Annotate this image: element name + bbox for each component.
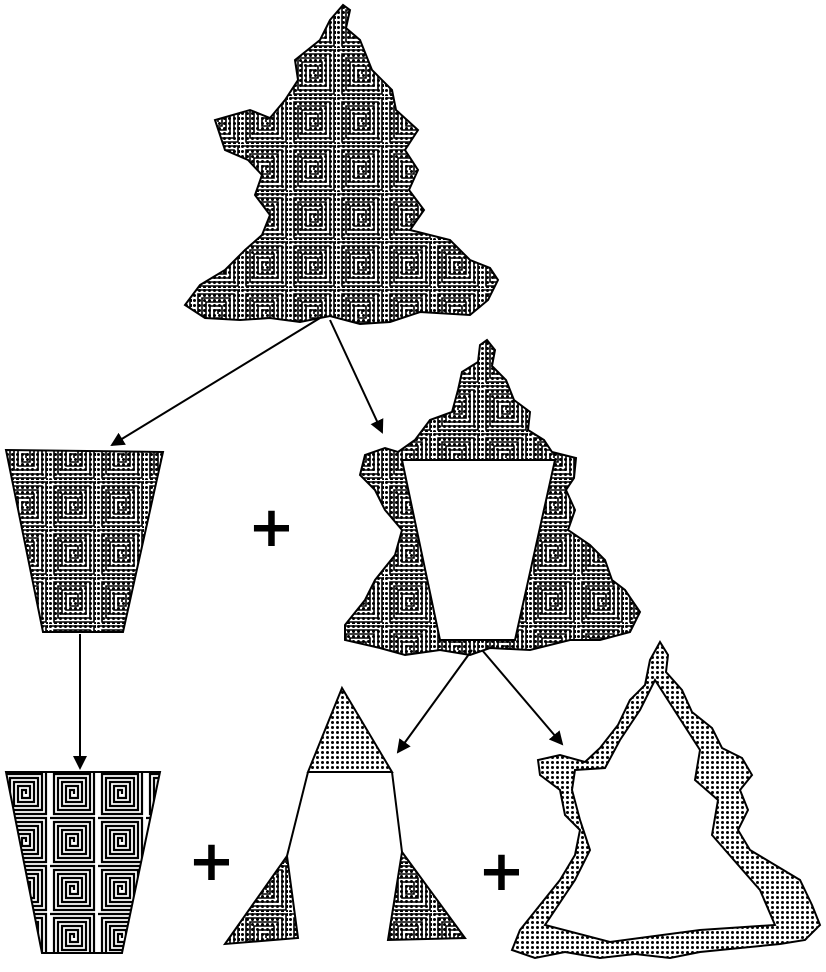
- trapezoid-part-shape: [4, 448, 165, 633]
- plus-operator-1: +: [248, 495, 295, 560]
- plus-operator-2: +: [188, 829, 235, 894]
- outline-ring-shape: [510, 640, 822, 960]
- left-triangle: [222, 853, 300, 946]
- plus-operator-3: +: [478, 839, 525, 904]
- outline-ring: [510, 640, 822, 960]
- trapezoid-part: [4, 448, 165, 633]
- trapezoid-final-shape: [4, 771, 162, 954]
- top-triangle: [306, 685, 394, 773]
- whole-shape: [183, 3, 500, 326]
- arrow-to-corner-triangles: [396, 649, 473, 754]
- right-connector: [391, 771, 403, 853]
- left-connector: [286, 771, 309, 857]
- right-triangle: [386, 849, 467, 942]
- whole-shape-outline: [183, 3, 500, 326]
- arrow-to-outline-ring: [481, 649, 564, 746]
- frame-remainder: [344, 338, 642, 657]
- arrow-to-frame: [329, 319, 384, 434]
- frame-remainder-shape: [344, 338, 642, 657]
- trapezoid-final: [4, 771, 162, 954]
- corner-triangles: [222, 685, 467, 946]
- arrow-to-trapezoid: [110, 317, 321, 447]
